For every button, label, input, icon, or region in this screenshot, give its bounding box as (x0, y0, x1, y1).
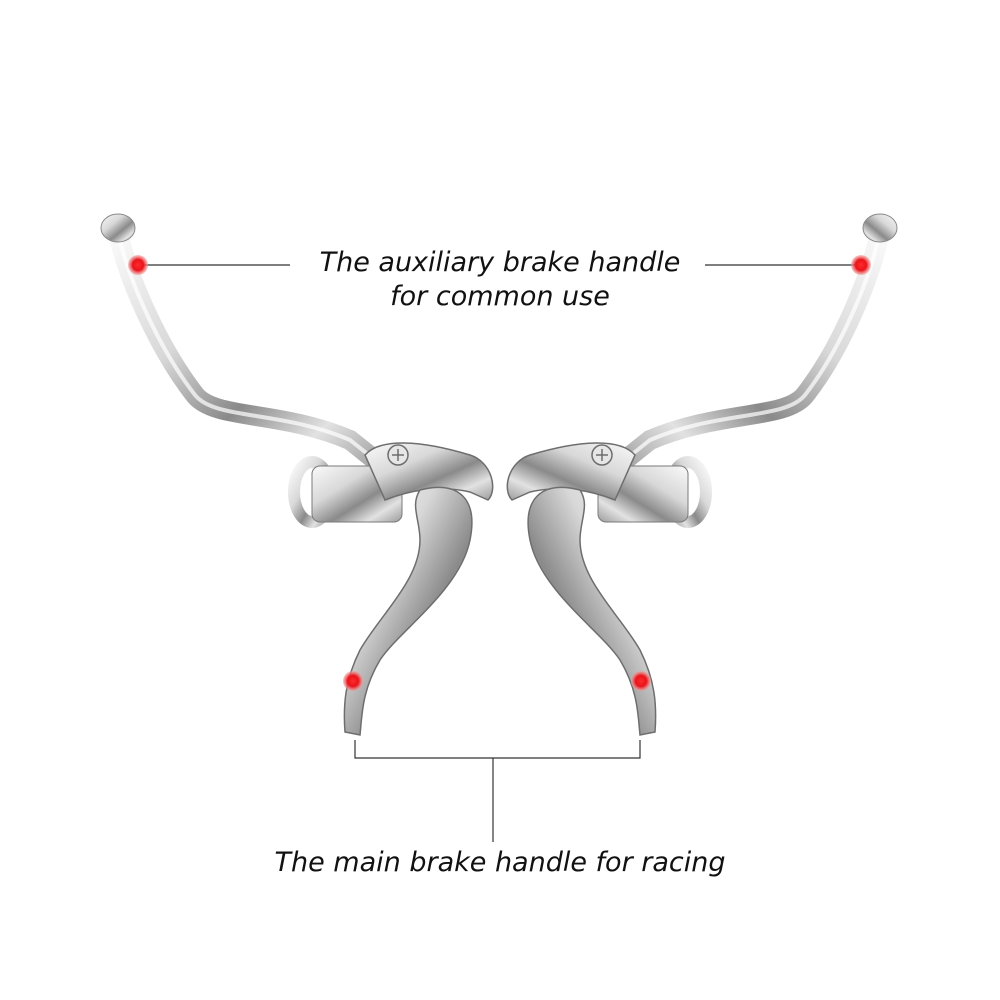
left-aux-lever-ball-end (100, 213, 136, 243)
markers (128, 255, 871, 691)
left-brake-lever-assembly (100, 213, 494, 736)
auxiliary-label-line1: The auxiliary brake handle (319, 247, 681, 278)
leader-lines (138, 264, 860, 842)
marker-right-aux (851, 255, 871, 275)
marker-left-main (343, 671, 363, 691)
right-brake-lever-assembly (506, 213, 898, 736)
main-leader-bracket (354, 740, 641, 759)
main-brake-label: The main brake handle for racing (274, 847, 726, 878)
marker-left-aux (128, 255, 148, 275)
right-main-lever (527, 486, 657, 736)
marker-right-main (631, 671, 651, 691)
auxiliary-label-line2: for common use (390, 281, 610, 312)
left-main-lever (343, 486, 473, 736)
auxiliary-brake-label: The auxiliary brake handle for common us… (290, 246, 710, 314)
right-aux-lever-ball-end (862, 213, 898, 243)
